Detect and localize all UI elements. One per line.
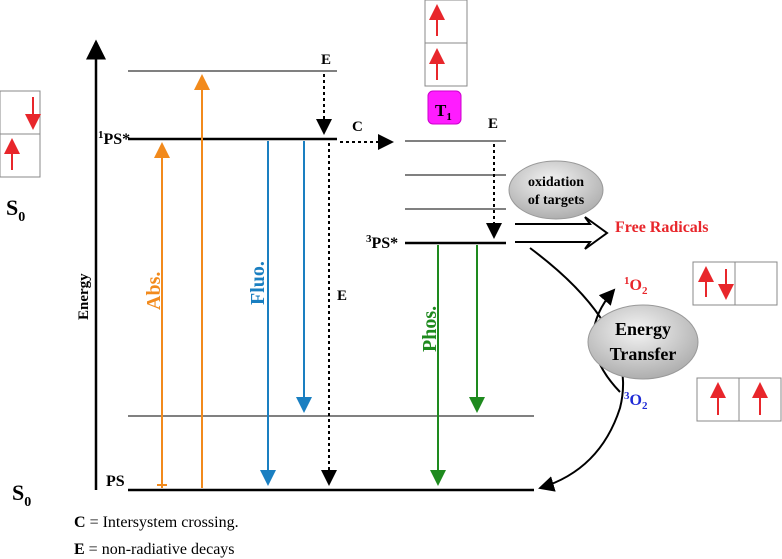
s0-left-label: S0 [6, 195, 25, 225]
phosphorescence-label: Phos. [419, 306, 441, 352]
energy-transfer-curve [529, 247, 625, 492]
oxidation-ellipse [508, 160, 604, 220]
nonradiative-label-2: E [337, 288, 347, 304]
free-radicals-label: Free Radicals [615, 219, 708, 236]
absorption-label: Abs. [143, 272, 165, 310]
singlet-oxygen-label: 1O2 [624, 275, 648, 297]
s0-bottom-label: S0 [12, 480, 31, 510]
t1-level-label: 3PS* [366, 233, 398, 252]
ground-level-label: PS [106, 473, 125, 490]
legend-nonradiative: E = non-radiative decays [74, 541, 235, 558]
t1-spin-box-upper [424, 0, 468, 44]
nonradiative-label-3: E [488, 116, 498, 132]
t1-state-label: T1 [435, 101, 452, 123]
energy-transfer-label-line1: Energy [615, 319, 671, 339]
oxidation-label-line1: oxidation [528, 175, 584, 190]
legend-intersystem-crossing: C = Intersystem crossing. [74, 514, 239, 531]
free-radicals-arrow [515, 216, 609, 250]
singlet-o2-spin-box-right [734, 261, 778, 306]
t1-spin-box-lower [424, 42, 468, 87]
triplet-oxygen-label: 3O2 [624, 390, 648, 412]
energy-transfer-label-line2: Transfer [610, 344, 677, 364]
oxidation-label-line2: of targets [528, 193, 585, 208]
s0-spin-box-lower [0, 133, 41, 178]
t1-state-box [427, 90, 462, 125]
energy-transfer-ellipse [587, 304, 699, 380]
energy-axis-label: Energy [76, 273, 92, 320]
fluorescence-label: Fluo. [247, 261, 269, 305]
nonradiative-label-1: E [321, 52, 331, 68]
s1-level-label: 1PS* [98, 129, 130, 148]
singlet-o2-spin-box-left [692, 261, 736, 306]
intersystem-crossing-label: C [352, 119, 363, 135]
